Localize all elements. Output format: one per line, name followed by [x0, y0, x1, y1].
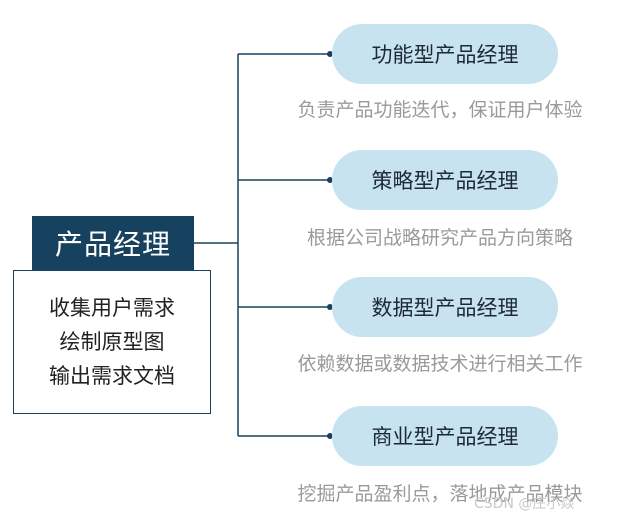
root-node-duties: 收集用户需求 绘制原型图 输出需求文档 — [13, 270, 211, 414]
branch-node-data: 数据型产品经理 — [332, 277, 558, 337]
root-duty: 输出需求文档 — [49, 364, 175, 388]
root-node-title: 产品经理 — [32, 216, 194, 270]
watermark: CSDN @庄小焱 — [474, 496, 575, 512]
connector-dot-4 — [327, 433, 333, 439]
branch-description-data: 依赖数据或数据技术进行相关工作 — [297, 353, 583, 375]
branch-description-strategy: 根据公司战略研究产品方向策略 — [306, 227, 573, 249]
branch-description-functional: 负责产品功能迭代，保证用户体验 — [297, 99, 583, 121]
connector-dot-3 — [327, 304, 333, 310]
branch-node-business: 商业型产品经理 — [332, 406, 558, 466]
connector-dot-1 — [327, 51, 333, 57]
root-duty: 绘制原型图 — [59, 330, 165, 354]
branch-description-business: 挖掘产品盈利点，落地成产品模块 — [297, 483, 583, 505]
branch-node-strategy: 策略型产品经理 — [332, 150, 558, 210]
branch-node-functional: 功能型产品经理 — [332, 24, 558, 84]
root-duty: 收集用户需求 — [49, 296, 175, 320]
connector-dot-2 — [327, 177, 333, 183]
